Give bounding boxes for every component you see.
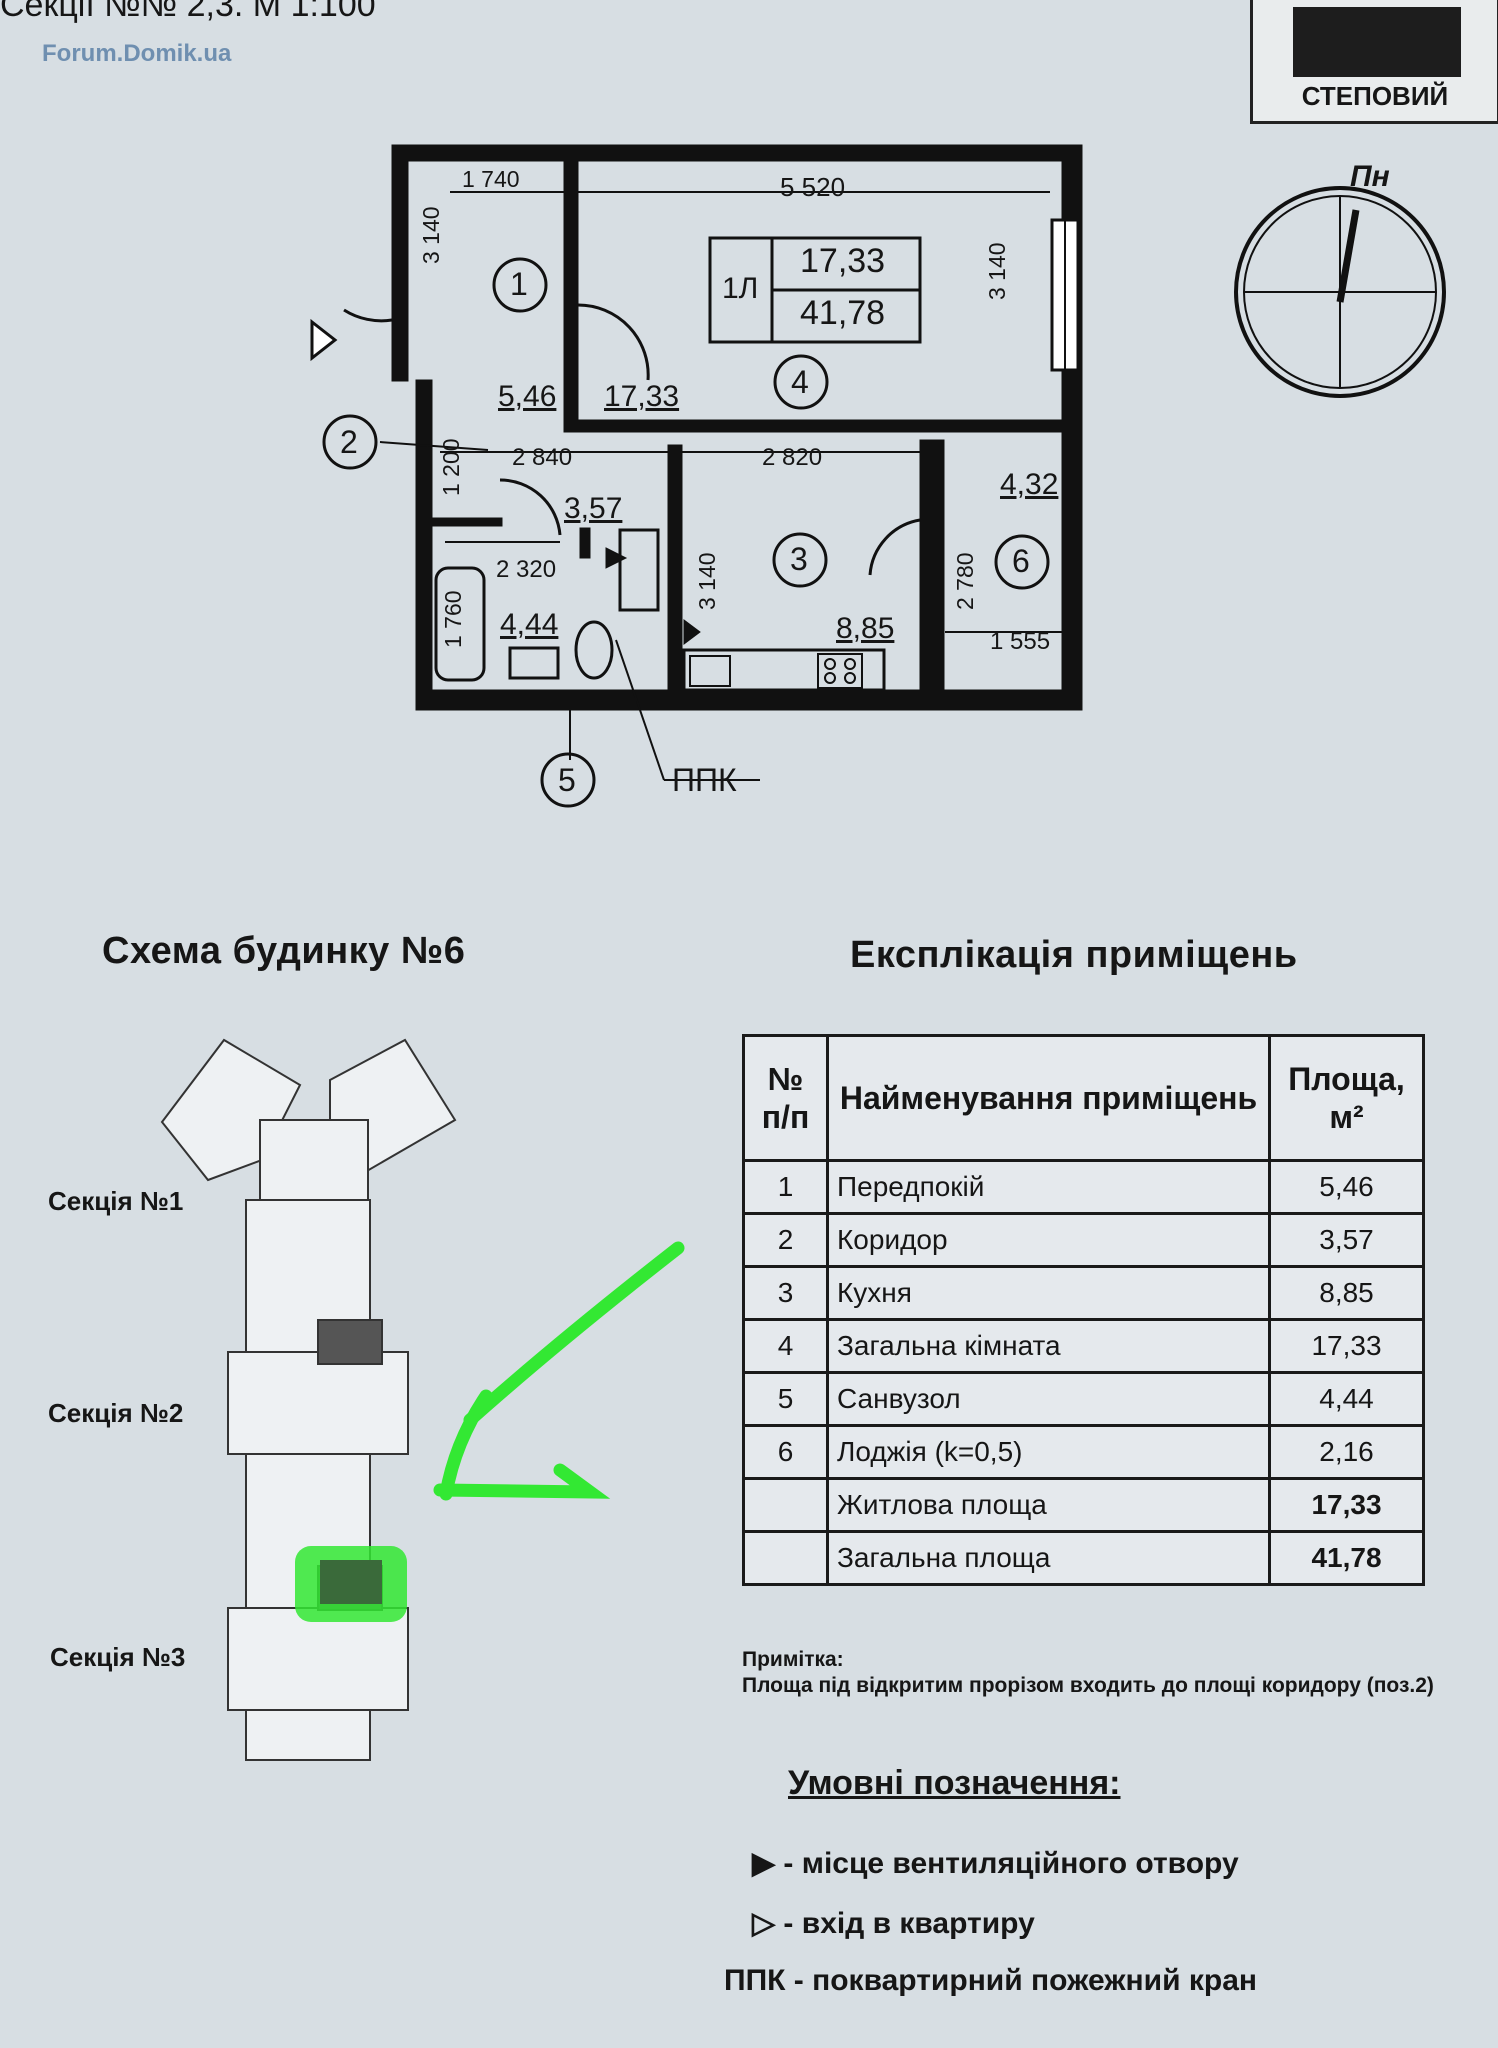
row-num: 1 — [742, 1159, 829, 1215]
room-number-4: 4 — [791, 364, 809, 400]
explication-table: № п/п Найменування приміщень Площа, м² 1… — [742, 1034, 1425, 1586]
row-area: 8,85 — [1268, 1265, 1425, 1321]
row-num: 5 — [742, 1371, 829, 1427]
row-name: Коридор — [826, 1212, 1271, 1268]
row-area: 5,46 — [1268, 1159, 1425, 1215]
row-name: Лоджія (k=0,5) — [826, 1424, 1271, 1480]
dim-3140-inner: 3 140 — [694, 552, 720, 610]
legend-item-entrance: ▷ - вхід в квартиру — [752, 1906, 1035, 1941]
note-title: Примітка: — [742, 1648, 844, 1671]
dim-2840: 2 840 — [512, 444, 573, 471]
ppk-symbol: ППК — [724, 1964, 786, 1997]
room-number-3: 3 — [790, 541, 808, 577]
steppe-hatch — [1293, 7, 1461, 77]
dim-2820: 2 820 — [762, 444, 823, 471]
row-area: 2,16 — [1268, 1424, 1425, 1480]
dim-5520: 5 520 — [780, 172, 846, 202]
total-name: Загальна площа — [826, 1530, 1271, 1586]
row-name: Санвузол — [826, 1371, 1271, 1427]
table-total-row: Загальна площа 41,78 — [742, 1530, 1425, 1586]
building-scheme — [160, 1038, 457, 1761]
dim-3140-left: 3 140 — [418, 206, 444, 264]
header-num: № п/п — [742, 1034, 829, 1162]
explication-title: Експлікація приміщень — [850, 934, 1298, 976]
row-num: 4 — [742, 1318, 829, 1374]
note-text: Площа під відкритим прорізом входить до … — [742, 1674, 1434, 1697]
row-name: Кухня — [826, 1265, 1271, 1321]
steppe-box: СТЕПОВИЙ — [1250, 0, 1498, 124]
row-area: 4,44 — [1268, 1371, 1425, 1427]
total-name: Житлова площа — [826, 1477, 1271, 1533]
section-label-3: Секція №3 — [50, 1642, 186, 1672]
area-3-57: 3,57 — [564, 492, 623, 525]
section-label-2: Секція №2 — [48, 1398, 184, 1428]
total-area: 41,78 — [1268, 1530, 1425, 1586]
ppk-label: ППК — [672, 762, 737, 798]
highlight-marker — [433, 1241, 685, 1501]
row-name: Загальна кімната — [826, 1318, 1271, 1374]
dim-2780: 2 780 — [952, 552, 978, 610]
room-number-2: 2 — [340, 424, 358, 460]
legend-item-vent: ▶ - місце вентиляційного отвору — [752, 1846, 1239, 1881]
area-4-32: 4,32 — [1000, 468, 1059, 501]
table-row: 1 Передпокій 5,46 — [742, 1159, 1425, 1215]
table-row: 5 Санвузол 4,44 — [742, 1371, 1425, 1427]
apt-living-area: 17,33 — [800, 242, 886, 280]
header-area: Площа, м² — [1268, 1034, 1425, 1162]
page-heading: Секції №№ 2,3. М 1:100 — [0, 0, 376, 24]
dim-1555: 1 555 — [990, 628, 1051, 655]
legend-item-ppk: ППК - поквартирний пожежний кран — [724, 1964, 1257, 1998]
apt-total-area: 41,78 — [800, 294, 886, 332]
row-num: 2 — [742, 1212, 829, 1268]
dim-1740: 1 740 — [462, 166, 520, 192]
row-num: 6 — [742, 1424, 829, 1480]
row-num: 3 — [742, 1265, 829, 1321]
dim-2320: 2 320 — [496, 556, 557, 583]
scheme-title: Схема будинку №6 — [102, 930, 466, 972]
table-header-row: № п/п Найменування приміщень Площа, м² — [742, 1034, 1425, 1162]
apt-type: 1Л — [722, 272, 759, 305]
vent-marker-icon: ▶ — [752, 1847, 776, 1880]
dim-3140-right: 3 140 — [984, 242, 1010, 300]
table-row: 6 Лоджія (k=0,5) 2,16 — [742, 1424, 1425, 1480]
room-number-1: 1 — [510, 266, 528, 302]
north-label: Пн — [1350, 160, 1390, 193]
legend-title: Умовні позначення: — [788, 1764, 1121, 1802]
row-area: 17,33 — [1268, 1318, 1425, 1374]
area-17-33: 17,33 — [604, 380, 680, 413]
legend-text: - місце вентиляційного отвору — [783, 1847, 1239, 1880]
dim-1760: 1 760 — [440, 590, 466, 648]
area-5-46: 5,46 — [498, 380, 557, 413]
row-area: 3,57 — [1268, 1212, 1425, 1268]
room-number-5: 5 — [558, 762, 576, 798]
legend-text: - вхід в квартиру — [783, 1907, 1035, 1940]
header-name: Найменування приміщень — [826, 1034, 1271, 1162]
section-label-1: Секція №1 — [48, 1186, 184, 1216]
entrance-marker-icon: ▷ — [752, 1907, 776, 1940]
forum-logo: Forum.Domik.ua — [42, 40, 232, 67]
table-row: 3 Кухня 8,85 — [742, 1265, 1425, 1321]
table-row: 4 Загальна кімната 17,33 — [742, 1318, 1425, 1374]
room-number-6: 6 — [1012, 543, 1030, 579]
table-total-row: Житлова площа 17,33 — [742, 1477, 1425, 1533]
row-name: Передпокій — [826, 1159, 1271, 1215]
table-row: 2 Коридор 3,57 — [742, 1212, 1425, 1268]
dim-1200: 1 200 — [438, 438, 464, 496]
area-4-44: 4,44 — [500, 608, 559, 641]
steppe-label: СТЕПОВИЙ — [1301, 81, 1449, 111]
legend-text: - поквартирний пожежний кран — [793, 1964, 1257, 1997]
total-area: 17,33 — [1268, 1477, 1425, 1533]
area-8-85: 8,85 — [836, 612, 895, 645]
